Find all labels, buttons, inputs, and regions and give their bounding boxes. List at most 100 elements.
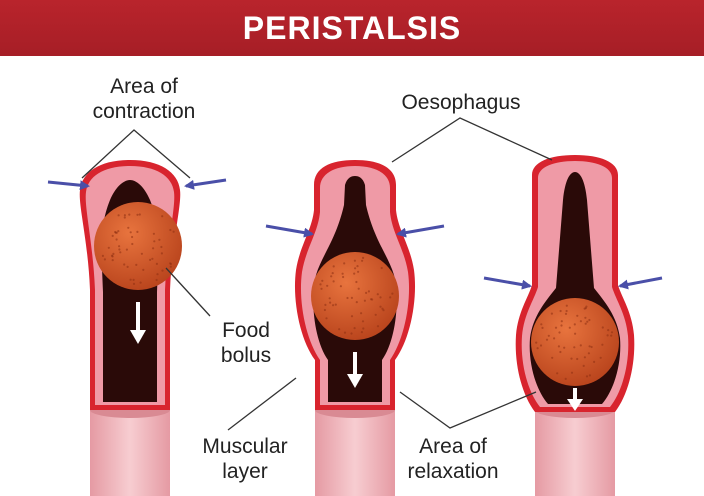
bolus-texture-dot [558,345,560,347]
bolus-texture-dot [117,230,119,232]
food-bolus-2 [311,252,399,340]
muscle-section-2 [315,408,395,496]
bolus-texture-dot [364,300,366,302]
bolus-texture-dot [332,304,334,306]
contraction-arrow-2-right [398,226,444,234]
bolus-texture-dot [108,247,110,249]
bolus-texture-dot [153,233,155,235]
bolus-texture-dot [102,255,104,257]
bolus-texture-dot [362,257,364,259]
bolus-texture-dot [570,358,572,360]
bolus-texture-dot [379,296,381,298]
bolus-texture-dot [329,302,331,304]
contraction-arrow-1-right [186,180,226,186]
bolus-texture-dot [161,252,163,254]
bolus-texture-dot [610,335,612,337]
bolus-texture-dot [136,214,138,216]
bolus-texture-dot [118,214,120,216]
bolus-texture-dot [350,332,352,334]
bolus-texture-dot [566,310,568,312]
bolus-texture-dot [160,246,162,248]
label-area-of-contraction: Area of contraction [64,74,224,124]
bolus-texture-dot [540,344,542,346]
food-bolus-3 [531,298,619,386]
bolus-texture-dot [371,298,373,300]
bolus-texture-dot [340,285,342,287]
bolus-texture-dot [379,306,381,308]
bolus-texture-dot [104,258,106,260]
bolus-texture-dot [574,333,576,335]
bolus-texture-dot [559,351,561,353]
bolus-texture-dot [326,285,328,287]
bolus-texture-dot [127,227,129,229]
bolus-texture-dot [382,309,384,311]
bolus-texture-dot [576,315,578,317]
bolus-texture-dot [140,282,142,284]
bolus-texture-dot [324,304,326,306]
bolus-texture-dot [600,357,602,359]
bolus-texture-dot [114,231,116,233]
bolus-texture-dot [161,270,163,272]
tube-3 [516,155,635,496]
bolus-texture-dot [161,215,163,217]
bolus-texture-dot [601,344,603,346]
bolus-texture-dot [139,213,141,215]
bolus-texture-dot [569,327,571,329]
bolus-texture-dot [585,306,587,308]
bolus-texture-dot [353,273,355,275]
bolus-texture-dot [321,280,323,282]
bolus-texture-dot [342,273,344,275]
bolus-texture-dot [351,297,353,299]
bolus-texture-dot [335,304,337,306]
bolus-texture-dot [332,272,334,274]
bolus-texture-dot [127,266,129,268]
label-area-of-relaxation: Area of relaxation [388,434,518,484]
bolus-texture-dot [118,248,120,250]
bolus-texture-dot [169,229,171,231]
bolus-texture-dot [357,271,359,273]
contraction-arrow-3-left [484,278,530,286]
bolus-texture-dot [360,312,362,314]
bolus-texture-dot [319,283,321,285]
bolus-texture-dot [541,327,543,329]
bolus-texture-dot [535,342,537,344]
bolus-texture-dot [346,297,348,299]
bolus-texture-dot [351,315,353,317]
bolus-texture-dot [156,263,158,265]
bolus-texture-dot [553,337,555,339]
bolus-texture-dot [560,310,562,312]
bolus-texture-dot [344,332,346,334]
bolus-texture-dot [551,357,553,359]
bolus-texture-dot [565,378,567,380]
bolus-texture-dot [112,259,114,261]
bolus-texture-dot [142,269,144,271]
bolus-texture-dot [338,328,340,330]
bolus-texture-dot [560,324,562,326]
label-muscular-layer: Muscular layer [180,434,310,484]
bolus-texture-dot [123,263,125,265]
bolus-texture-dot [324,309,326,311]
bolus-texture-dot [354,267,356,269]
muscle-section-3 [535,408,615,496]
bolus-texture-dot [565,313,567,315]
bolus-texture-dot [329,297,331,299]
bolus-texture-dot [537,347,539,349]
bolus-texture-dot [320,288,322,290]
bolus-texture-dot [354,327,356,329]
bolus-texture-dot [591,346,593,348]
bolus-texture-dot [124,214,126,216]
bolus-texture-dot [124,216,126,218]
bolus-texture-dot [576,358,578,360]
bolus-texture-dot [153,240,155,242]
bolus-texture-dot [156,279,158,281]
bolus-texture-dot [555,327,557,329]
bolus-texture-dot [611,331,613,333]
bolus-texture-dot [133,283,135,285]
bolus-texture-dot [131,236,133,238]
contraction-arrow-2-left [266,226,312,234]
bolus-texture-dot [574,323,576,325]
bolus-texture-dot [173,231,175,233]
bolus-texture-dot [170,266,172,268]
bolus-texture-dot [361,331,363,333]
bolus-texture-dot [593,361,595,363]
